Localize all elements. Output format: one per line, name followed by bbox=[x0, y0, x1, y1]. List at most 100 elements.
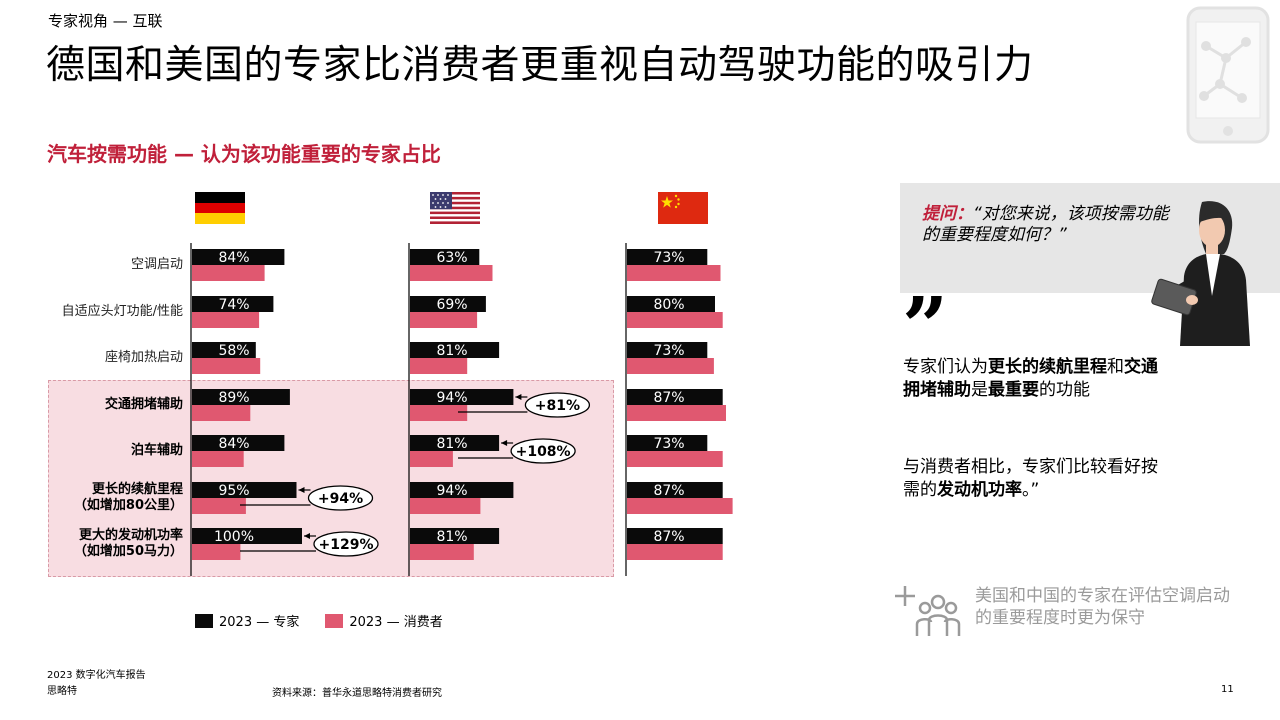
quote-mark-icon: ” bbox=[902, 279, 949, 373]
bar-value-label: 95% bbox=[218, 483, 249, 499]
quote-text-run: 的功能 bbox=[1039, 380, 1090, 400]
category-label-line: 自适应头灯功能/性能 bbox=[61, 304, 183, 319]
question-label: 提问： bbox=[922, 204, 973, 224]
bar-consumer bbox=[192, 265, 265, 281]
expert-quote-paragraph-1: 专家们认为更长的续航里程和交通拥堵辅助是最重要的功能 bbox=[903, 356, 1173, 402]
bar-value-label: 73% bbox=[653, 436, 684, 452]
bar-consumer bbox=[627, 451, 723, 467]
category-label: 交通拥堵辅助 bbox=[38, 397, 183, 413]
bar-expert bbox=[627, 389, 723, 405]
quote-text-run: 和 bbox=[1107, 357, 1124, 377]
annotation-bubble bbox=[307, 485, 374, 511]
category-label: 自适应头灯功能/性能 bbox=[38, 304, 183, 320]
bar-expert bbox=[627, 435, 708, 451]
category-label: 泊车辅助 bbox=[38, 443, 183, 459]
bar-value-label: 94% bbox=[436, 390, 467, 406]
bar-value-label: 73% bbox=[653, 250, 684, 266]
annotation-label: +129% bbox=[319, 537, 374, 553]
page-title: 德国和美国的专家比消费者更重视自动驾驶功能的吸引力 bbox=[46, 43, 1034, 88]
bar-expert bbox=[192, 482, 297, 498]
legend-item-consumer: 2023 — 消费者 bbox=[325, 611, 443, 630]
bar-expert bbox=[192, 528, 302, 544]
flag-germany-icon bbox=[195, 192, 245, 224]
bar-consumer bbox=[410, 358, 468, 374]
bar-value-label: 81% bbox=[436, 529, 467, 545]
category-label-line: 空调启动 bbox=[130, 257, 183, 272]
bar-value-label: 63% bbox=[436, 250, 467, 266]
bar-expert bbox=[410, 296, 486, 312]
question-text: “对您来说，该项按需功能的重要程度如何？” bbox=[922, 204, 1169, 245]
category-label-line: 更长的续航里程 bbox=[91, 482, 183, 497]
annotation-arrowhead bbox=[501, 440, 508, 446]
annotation-arrowhead bbox=[304, 533, 310, 539]
chart-title: 汽车按需功能 — 认为该功能重要的专家占比 bbox=[47, 142, 441, 166]
quote-text-run: 专家们认为 bbox=[903, 357, 988, 377]
annotation-arrowhead bbox=[515, 394, 522, 400]
quote-emphasis: 更长的续航里程 bbox=[988, 357, 1107, 377]
bar-consumer bbox=[192, 451, 244, 467]
bar-value-label: 89% bbox=[218, 390, 249, 406]
category-label-line: 座椅加热启动 bbox=[104, 350, 183, 365]
category-label: 空调启动 bbox=[38, 257, 183, 273]
bar-consumer bbox=[627, 265, 721, 281]
businesswoman-tablet-icon bbox=[1151, 201, 1250, 346]
bar-consumer bbox=[627, 358, 714, 374]
category-label: 更大的发动机功率（如增加50马力） bbox=[38, 528, 183, 560]
footer-report-title: 2023 数字化汽车报告 bbox=[47, 670, 146, 681]
category-label: 座椅加热启动 bbox=[38, 350, 183, 366]
bar-consumer bbox=[627, 498, 733, 514]
legend-swatch-consumer bbox=[325, 613, 344, 628]
breadcrumb: 专家视角 — 互联 bbox=[48, 12, 163, 30]
insight-note: 美国和中国的专家在评估空调启动的重要程度时更为保守 bbox=[975, 586, 1230, 628]
bar-expert bbox=[410, 342, 500, 358]
bar-value-label: 69% bbox=[436, 297, 467, 313]
category-label: 更长的续航里程（如增加80公里） bbox=[38, 482, 183, 514]
survey-question: 提问：“对您来说，该项按需功能的重要程度如何？” bbox=[922, 204, 1172, 246]
legend-label-consumer: 2023 — 消费者 bbox=[349, 615, 443, 630]
bar-consumer bbox=[410, 451, 453, 467]
bar-expert bbox=[410, 249, 480, 265]
bar-value-label: 58% bbox=[218, 343, 249, 359]
quote-emphasis: 最重要 bbox=[988, 380, 1039, 400]
bar-value-label: 94% bbox=[436, 483, 467, 499]
bar-expert bbox=[192, 249, 285, 265]
bar-consumer bbox=[627, 312, 723, 328]
bar-consumer bbox=[627, 544, 723, 560]
annotation-label: +108% bbox=[516, 444, 571, 460]
bar-value-label: 87% bbox=[653, 390, 684, 406]
annotation-bubble bbox=[524, 392, 591, 418]
bar-value-label: 87% bbox=[653, 483, 684, 499]
quote-text-run: 与消费者相比，专家们比较看好按需的 bbox=[903, 457, 1158, 500]
legend: 2023 — 专家 2023 — 消费者 bbox=[195, 611, 461, 630]
bar-expert bbox=[192, 296, 274, 312]
quote-emphasis: 发动机功率 bbox=[937, 480, 1022, 500]
bar-value-label: 73% bbox=[653, 343, 684, 359]
bar-value-label: 74% bbox=[218, 297, 249, 313]
bar-consumer bbox=[410, 405, 468, 421]
bar-value-label: 84% bbox=[218, 250, 249, 266]
footer-brand: 思略特 bbox=[47, 686, 77, 697]
bar-consumer bbox=[192, 405, 251, 421]
smartphone-network-icon bbox=[1186, 6, 1270, 144]
bar-value-label: 100% bbox=[214, 529, 254, 545]
people-group-icon bbox=[895, 586, 961, 636]
flag-usa-icon bbox=[430, 192, 480, 224]
category-label-line: （如增加50马力） bbox=[73, 544, 183, 559]
bar-consumer bbox=[410, 498, 481, 514]
bar-expert bbox=[410, 435, 500, 451]
bar-value-label: 87% bbox=[653, 529, 684, 545]
quote-text-run: 是 bbox=[971, 380, 988, 400]
category-label-line: 泊车辅助 bbox=[130, 443, 183, 458]
bar-expert bbox=[192, 342, 256, 358]
bar-consumer bbox=[192, 544, 241, 560]
bar-value-label: 81% bbox=[436, 436, 467, 452]
bar-expert bbox=[410, 528, 500, 544]
category-label-line: 交通拥堵辅助 bbox=[104, 397, 183, 412]
quote-text-run: 。” bbox=[1022, 480, 1040, 500]
expert-quote-paragraph-2: 与消费者相比，专家们比较看好按需的发动机功率。” bbox=[903, 456, 1173, 502]
bar-consumer bbox=[192, 358, 261, 374]
footer-report: 2023 数字化汽车报告 思略特 bbox=[47, 668, 146, 700]
category-label-line: 更大的发动机功率 bbox=[78, 528, 183, 543]
bar-consumer bbox=[627, 405, 726, 421]
